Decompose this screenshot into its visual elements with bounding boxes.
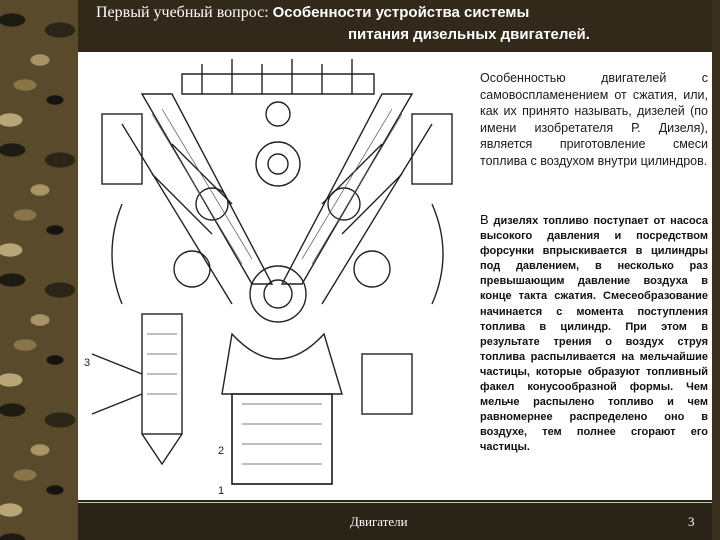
paragraph-body: дизелях топливо поступает от насоса высо…: [480, 215, 708, 454]
slide-footer: Двигатели 3: [78, 500, 712, 540]
figure-label-2: 2: [218, 445, 224, 457]
right-border: [712, 0, 720, 540]
figure-label-3: 3: [84, 357, 90, 369]
slide-header: Первый учебный вопрос: Особенности устро…: [78, 0, 712, 52]
paragraph-injection: В дизелях топливо поступает от насоса вы…: [480, 212, 708, 456]
title-topic: Особенности устройства системы: [272, 4, 530, 21]
slide-content: 3 2 1 Особенностью двигателей с самовосп…: [78, 52, 712, 500]
figure-label-1: 1: [218, 485, 224, 497]
slide-title-line2: питания дизельных двигателей.: [348, 26, 590, 43]
page-number: 3: [688, 514, 695, 529]
diesel-engine-diagram: 3 2 1: [82, 54, 474, 498]
paragraph-lead-letter: В: [480, 212, 489, 227]
footer-title: Двигатели: [350, 514, 408, 529]
footer-divider: [78, 502, 712, 503]
paragraph-intro: Особенностью двигателей с самовоспламене…: [480, 71, 708, 168]
title-prefix: Первый учебный вопрос:: [96, 4, 273, 21]
camouflage-sidebar: [0, 0, 78, 540]
slide-title: Первый учебный вопрос: Особенности устро…: [96, 4, 529, 22]
